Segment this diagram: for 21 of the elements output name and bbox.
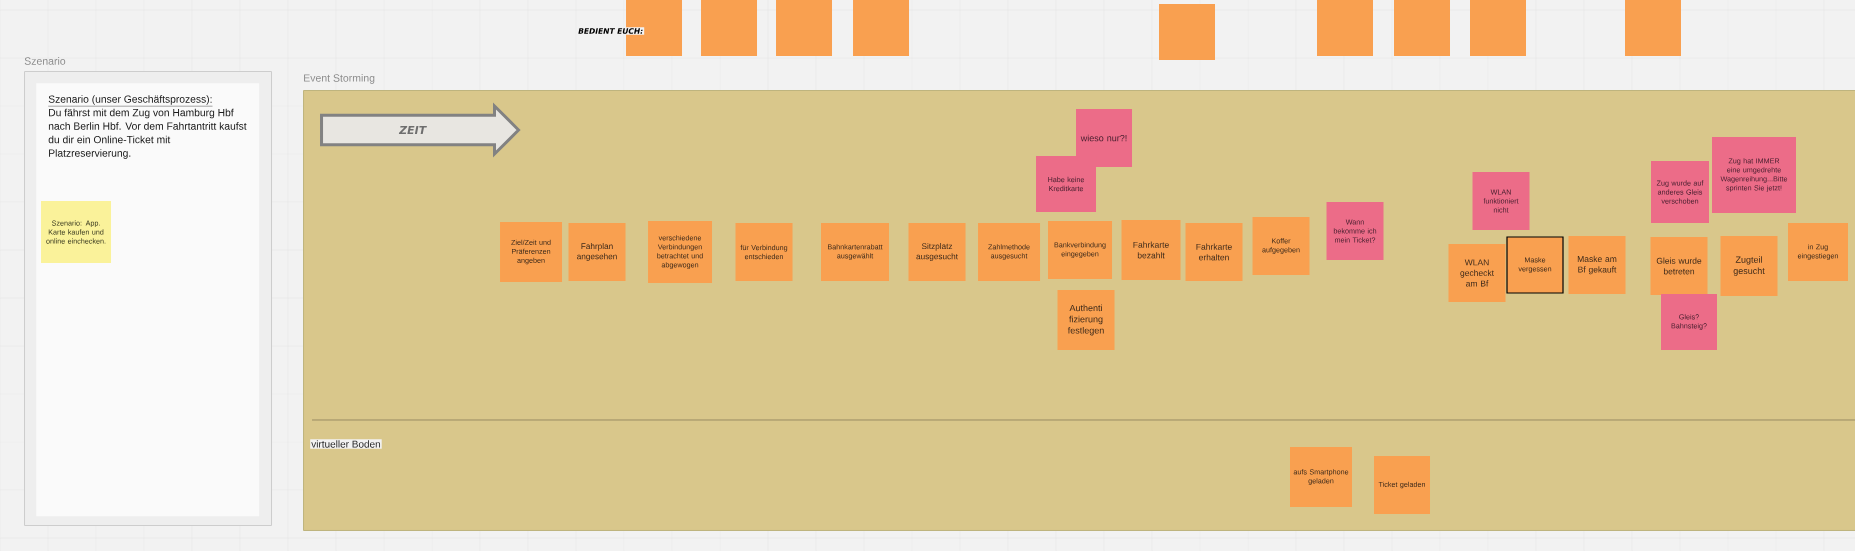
- sticky-note: Maske am Bf gekauft: [1568, 236, 1626, 294]
- sticky-note: Gleis wurde betreten: [1650, 237, 1708, 295]
- sticky-note: Fahrplan angesehen: [568, 223, 626, 281]
- sticky-note: [853, 0, 909, 56]
- sticky-note: [1470, 0, 1526, 56]
- sticky-note: Fahrkarte bezahlt: [1121, 220, 1181, 280]
- sticky-note: [1317, 0, 1373, 56]
- node-label: Event Storming: [304, 74, 375, 84]
- sticky-note: [1394, 0, 1450, 56]
- sticky-note: Zugteil gesucht: [1720, 236, 1778, 296]
- sticky-note: Authenti fizierung festlegen: [1057, 290, 1115, 350]
- area-label: virtueller Boden: [310, 439, 382, 449]
- sticky-note: [776, 0, 832, 56]
- sticky-note: Fahrkarte erhalten: [1185, 223, 1243, 281]
- sticky-note: wieso nur?!: [1076, 109, 1132, 167]
- node-label: Szenario: [24, 57, 66, 65]
- sticky-note: Sitzplatz ausgesucht: [908, 223, 966, 281]
- sticky-note: [701, 0, 757, 56]
- sticky-note: WLAN gecheckt am Bf: [1448, 244, 1506, 302]
- sticky-note: [1159, 4, 1215, 60]
- sticky-note: [1625, 0, 1681, 56]
